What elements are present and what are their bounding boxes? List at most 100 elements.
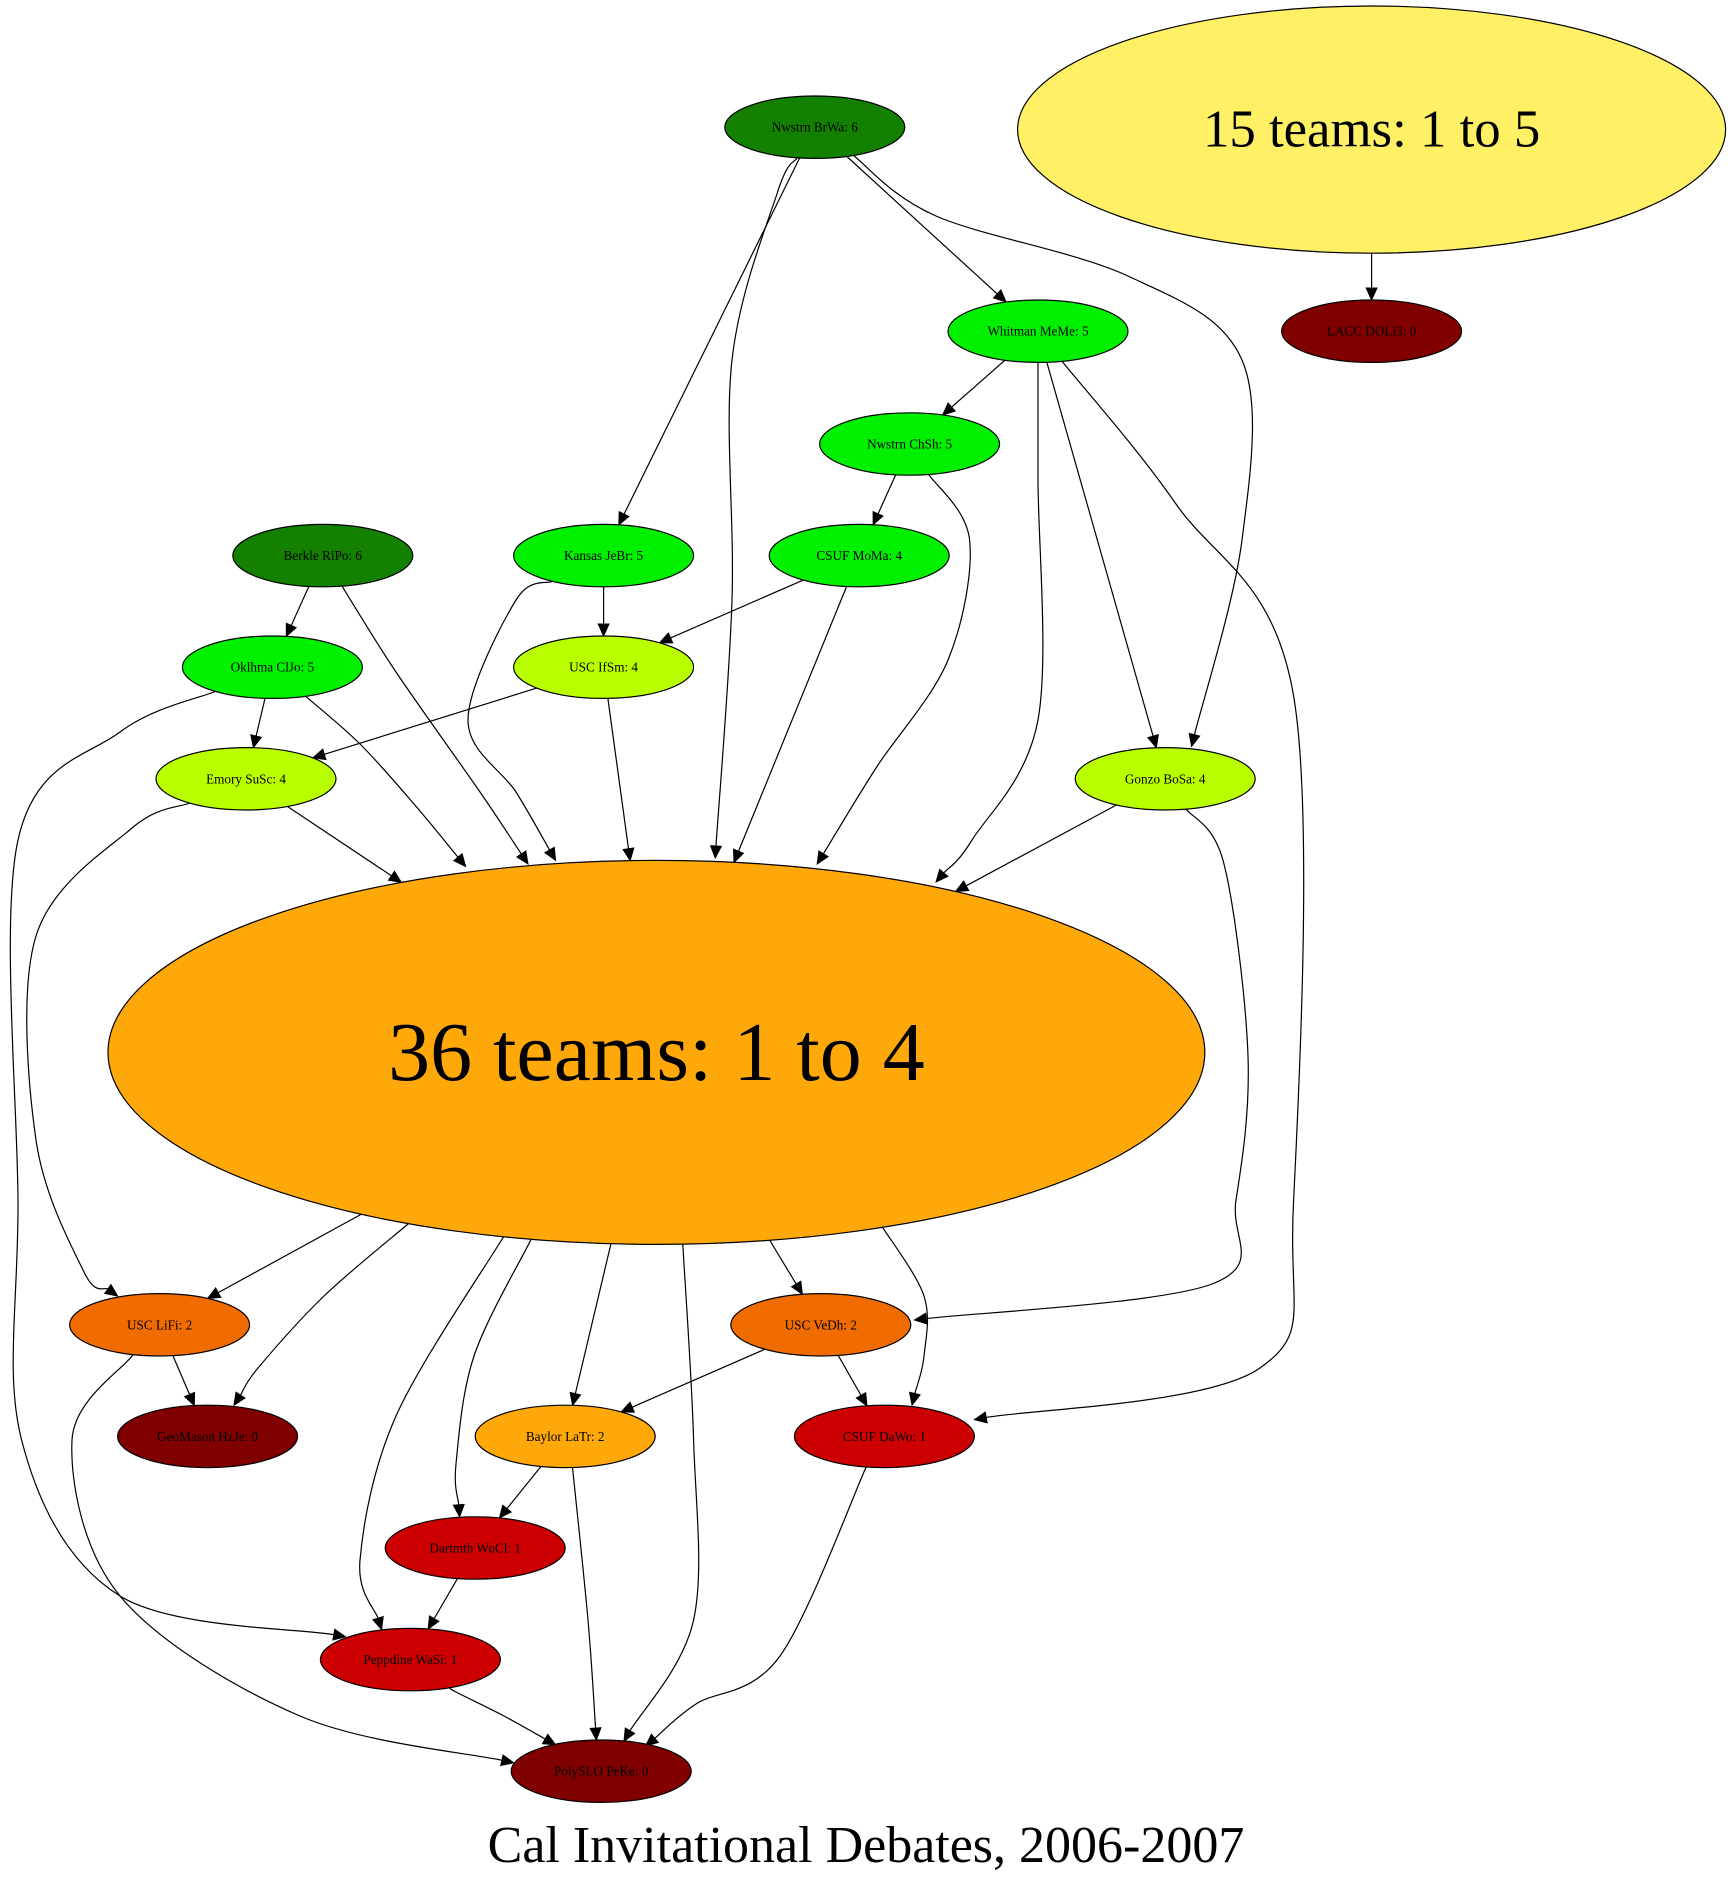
node-ellipse — [793, 1404, 976, 1469]
edge-peppdine_wasi-to-polyslo_peke — [449, 1687, 546, 1740]
node-ellipse — [730, 1293, 912, 1357]
node-ellipse — [724, 95, 906, 160]
arrowhead-icon — [913, 1312, 928, 1325]
arrowhead-icon — [935, 868, 949, 883]
node-geomason-hzle: GeoMason HzJe: 0 — [117, 1404, 299, 1469]
node-label: 36 teams: 1 to 4 — [388, 1006, 925, 1099]
arrowhead-icon — [183, 1391, 196, 1407]
arrowhead-icon — [332, 1628, 347, 1641]
edge-emory_susc-to-usc_lifi — [26, 802, 190, 1290]
node-label: Nwstrn BrWa: 6 — [772, 120, 859, 135]
node-ellipse — [512, 523, 695, 588]
arrowhead-icon — [623, 1727, 636, 1743]
arrowhead-icon — [500, 1754, 515, 1767]
edge-teams36-to-geomason_hzle — [239, 1218, 415, 1396]
arrowhead-icon — [285, 622, 298, 638]
arrowhead-icon — [233, 1391, 246, 1407]
node-ellipse — [232, 523, 414, 588]
arrowhead-icon — [622, 847, 635, 862]
arrowhead-icon — [658, 632, 674, 644]
node-label: LACC DOLi3: 0 — [1327, 324, 1417, 339]
edge-baylor_latr-to-dartmth_wucl — [506, 1466, 542, 1509]
edge-nwstrn_brwa-to-teams36 — [715, 157, 798, 847]
node-ellipse — [107, 859, 1206, 1246]
edge-teams36-to-baylor_latr — [574, 1243, 612, 1394]
node-ellipse — [818, 412, 1001, 476]
edge-berkle_ripo-to-oklhma_cljo — [290, 586, 310, 626]
node-label: PolySLO PeKe: 0 — [554, 1764, 649, 1779]
arrowhead-icon — [644, 1733, 660, 1747]
node-csuf-moma: CSUF MoMa: 4 — [768, 523, 950, 588]
arrowhead-icon — [816, 850, 829, 866]
edge-usc_lifi-to-geomason_hzle — [172, 1355, 191, 1395]
edge-berkle_ripo-to-teams36 — [341, 585, 522, 855]
arrowhead-icon — [709, 845, 723, 860]
arrowhead-icon — [790, 1280, 803, 1296]
arrowhead-icon — [1147, 734, 1159, 749]
node-ellipse — [181, 635, 363, 700]
node-label: USC VeDh: 2 — [785, 1317, 857, 1332]
edge-oklhma_cljo-to-teams36 — [305, 695, 459, 858]
edge-gonzo_bosa-to-teams36 — [965, 804, 1117, 887]
node-label: USC LiFi: 2 — [127, 1317, 192, 1332]
node-ellipse — [510, 1739, 692, 1804]
arrowhead-icon — [597, 623, 610, 638]
edge-teams36-to-usc_lifi — [217, 1213, 362, 1294]
node-usc-lifi: USC LiFi: 2 — [69, 1293, 251, 1357]
arrowhead-icon — [371, 1615, 384, 1631]
arrowhead-icon — [541, 1733, 557, 1746]
edge-nwstrn_chsh-to-teams36 — [822, 474, 971, 855]
node-whitman-meme: Whitman MeMe: 5 — [947, 299, 1129, 364]
arrowhead-icon — [973, 1411, 988, 1424]
arrowhead-icon — [543, 846, 557, 862]
arrowhead-icon — [908, 1391, 921, 1407]
edge-whitman_meme-to-nwstrn_chsh — [951, 359, 1006, 408]
edge-oklhma_cljo-to-emory_susc — [255, 698, 266, 737]
arrowhead-icon — [872, 510, 884, 526]
node-berkle-ripo: Berkle RiPo: 6 — [232, 523, 414, 588]
edge-usc_vedh-to-csuf_dawo — [837, 1355, 862, 1396]
node-label: USC IfSm: 4 — [569, 660, 638, 675]
node-oklhma-cljo: Oklhma ClJo: 5 — [181, 635, 363, 700]
node-label: CSUF MoMa: 4 — [816, 548, 902, 563]
node-ellipse — [474, 1404, 656, 1469]
node-peppdine-wasi: Peppdine WaSi: 1 — [319, 1627, 501, 1692]
node-label: CSUF DaWo: 1 — [843, 1429, 926, 1444]
node-label: Emory SuSc: 4 — [206, 771, 286, 786]
node-usc-ifsm: USC IfSm: 4 — [512, 635, 695, 700]
node-label: Kansas JeBr: 5 — [564, 548, 644, 563]
arrowhead-icon — [498, 1504, 513, 1519]
edge-whitman_meme-to-gonzo_bosa — [1046, 362, 1154, 737]
arrowhead-icon — [618, 510, 630, 526]
node-usc-vedh: USC VeDh: 2 — [730, 1293, 912, 1357]
arrowhead-icon — [387, 870, 403, 884]
edge-nwstrn_brwa-to-kansas_jebr — [623, 157, 801, 515]
arrowhead-icon — [427, 1615, 440, 1631]
edge-gonzo_bosa-to-usc_vedh — [926, 808, 1249, 1320]
arrowhead-icon — [855, 1391, 868, 1407]
edge-nwstrn_chsh-to-csuf_moma — [877, 474, 897, 515]
edge-csuf_moma-to-usc_ifsm — [670, 579, 804, 639]
edge-teams36-to-usc_vedh — [769, 1239, 797, 1285]
edge-usc_vedh-to-baylor_latr — [631, 1348, 766, 1408]
node-label: Whitman MeMe: 5 — [987, 324, 1088, 339]
arrowhead-icon — [515, 850, 529, 866]
node-label: Dartmth WuCl: 1 — [429, 1541, 521, 1556]
node-label: GeoMason HzJe: 0 — [157, 1429, 258, 1444]
edge-whitman_meme-to-teams36 — [943, 362, 1044, 874]
arrowhead-icon — [452, 1503, 465, 1519]
node-ellipse — [117, 1404, 299, 1469]
edge-usc_ifsm-to-emory_susc — [324, 687, 537, 755]
arrowhead-icon — [1365, 287, 1378, 302]
arrowhead-icon — [103, 1283, 119, 1297]
node-emory-susc: Emory SuSc: 4 — [155, 746, 337, 811]
edge-usc_lifi-to-polyslo_peke — [71, 1348, 503, 1761]
node-gonzo-bosa: Gonzo BoSa: 4 — [1074, 746, 1256, 811]
edge-whitman_meme-to-csuf_dawo — [986, 360, 1305, 1419]
arrowhead-icon — [569, 1391, 582, 1407]
node-ellipse — [512, 635, 695, 700]
arrowhead-icon — [206, 1287, 222, 1300]
arrowhead-icon — [1188, 732, 1201, 748]
node-baylor-latr: Baylor LaTr: 2 — [474, 1404, 656, 1469]
